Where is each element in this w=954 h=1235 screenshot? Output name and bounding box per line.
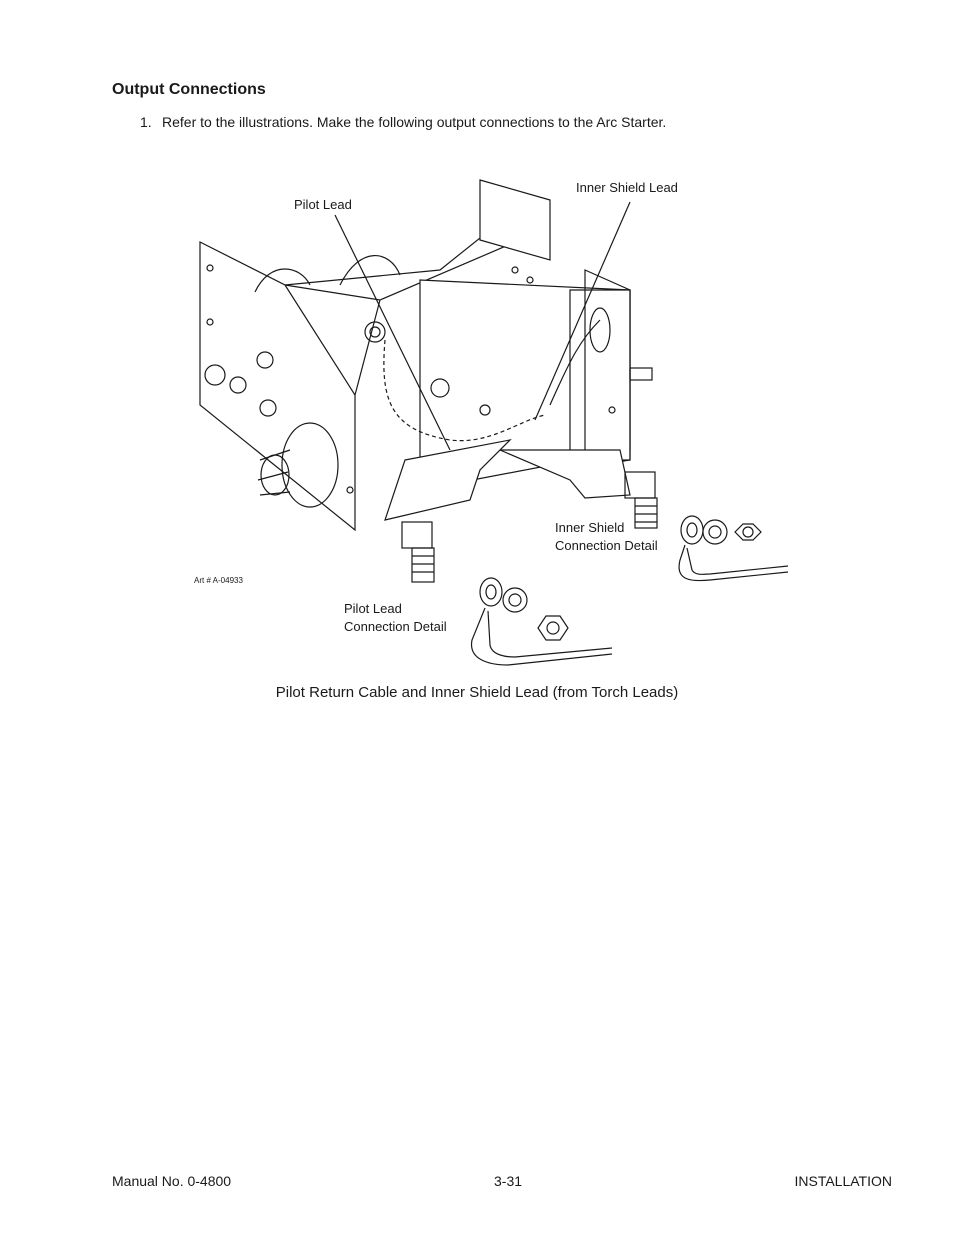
- pilot-lead-detail-label: Pilot Lead Connection Detail: [344, 600, 447, 636]
- inner-shield-detail-line-1: Inner Shield: [555, 520, 625, 535]
- footer-manual-number: Manual No. 0-4800: [112, 1173, 232, 1189]
- step-1: 1. Refer to the illustrations. Make the f…: [140, 114, 666, 130]
- arc-starter-drawing: [199, 179, 789, 666]
- step-number: 1.: [140, 114, 152, 130]
- pilot-lead-detail-line-1: Pilot Lead: [344, 601, 402, 616]
- section-heading: Output Connections: [112, 81, 266, 98]
- arc-starter-illustration: Pilot Lead Inner Shield Lead Inner Shiel…: [190, 160, 800, 680]
- footer-section-name: INSTALLATION: [794, 1173, 892, 1189]
- inner-shield-lead-label: Inner Shield Lead: [576, 180, 678, 195]
- inner-shield-detail-label: Inner Shield Connection Detail: [555, 519, 658, 555]
- art-number: Art # A-04933: [194, 576, 243, 585]
- pilot-lead-label: Pilot Lead: [294, 197, 352, 212]
- pilot-lead-detail-line-2: Connection Detail: [344, 619, 447, 634]
- footer-page-number: 3-31: [494, 1173, 523, 1189]
- inner-shield-detail-line-2: Connection Detail: [555, 538, 658, 553]
- figure-caption: Pilot Return Cable and Inner Shield Lead…: [275, 684, 679, 701]
- step-text: Refer to the illustrations. Make the fol…: [162, 114, 667, 130]
